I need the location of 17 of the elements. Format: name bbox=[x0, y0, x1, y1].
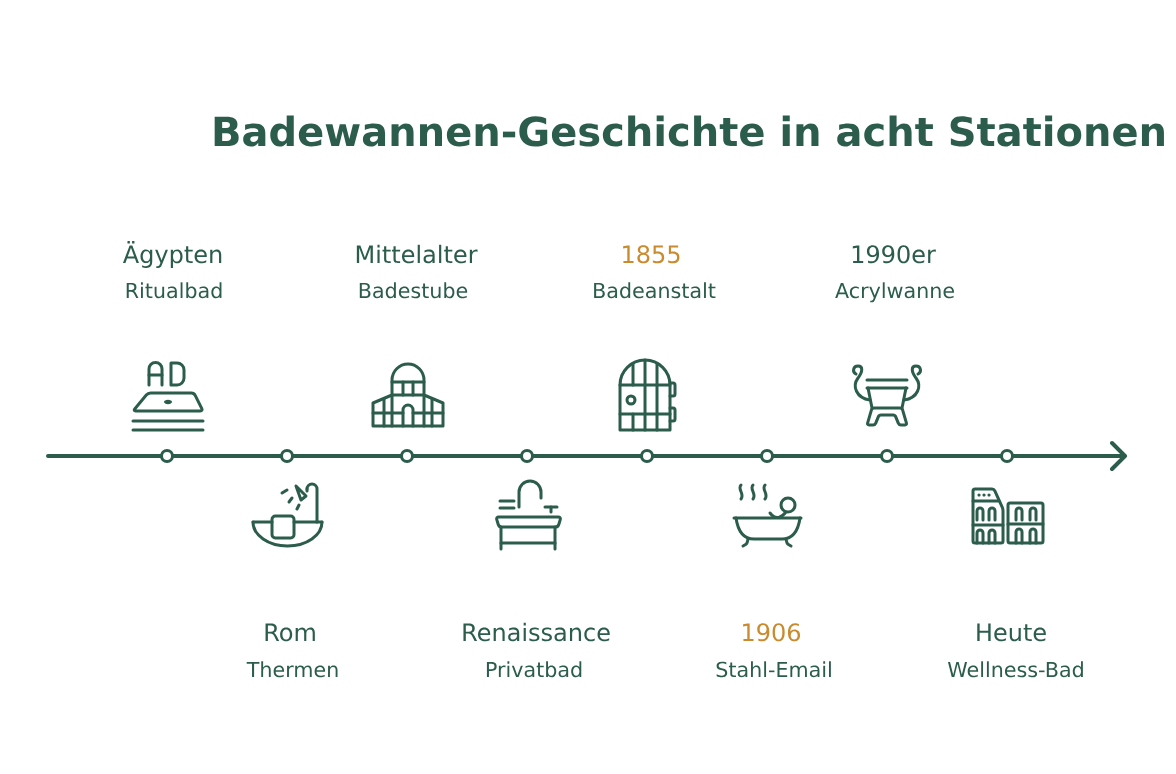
period-label: 1855 bbox=[623, 245, 680, 264]
subtitle: Ritualbad bbox=[126, 282, 222, 299]
period-label: Rom bbox=[265, 623, 315, 642]
period-label: Ägypten bbox=[122, 241, 222, 268]
subtitle: Privatbad bbox=[486, 661, 582, 678]
subtitle: Acrylwanne bbox=[835, 282, 954, 303]
title: Badewannen-Geschichte in acht Stationen bbox=[214, 115, 1164, 147]
subtitle: Wellness-Bad bbox=[948, 661, 1083, 678]
subtitle: Badestube bbox=[359, 282, 468, 299]
subtitle: Stahl-Email bbox=[716, 661, 831, 678]
period-label: Mittelalter bbox=[356, 244, 478, 264]
subtitle: Badeanstalt bbox=[594, 282, 716, 299]
subtitle: Thermen bbox=[246, 661, 338, 678]
period-label: Renaissance bbox=[463, 622, 610, 642]
period-label: 1990er bbox=[852, 245, 936, 264]
period-label: 1906 bbox=[743, 623, 801, 642]
period-label: Heute bbox=[977, 623, 1046, 642]
